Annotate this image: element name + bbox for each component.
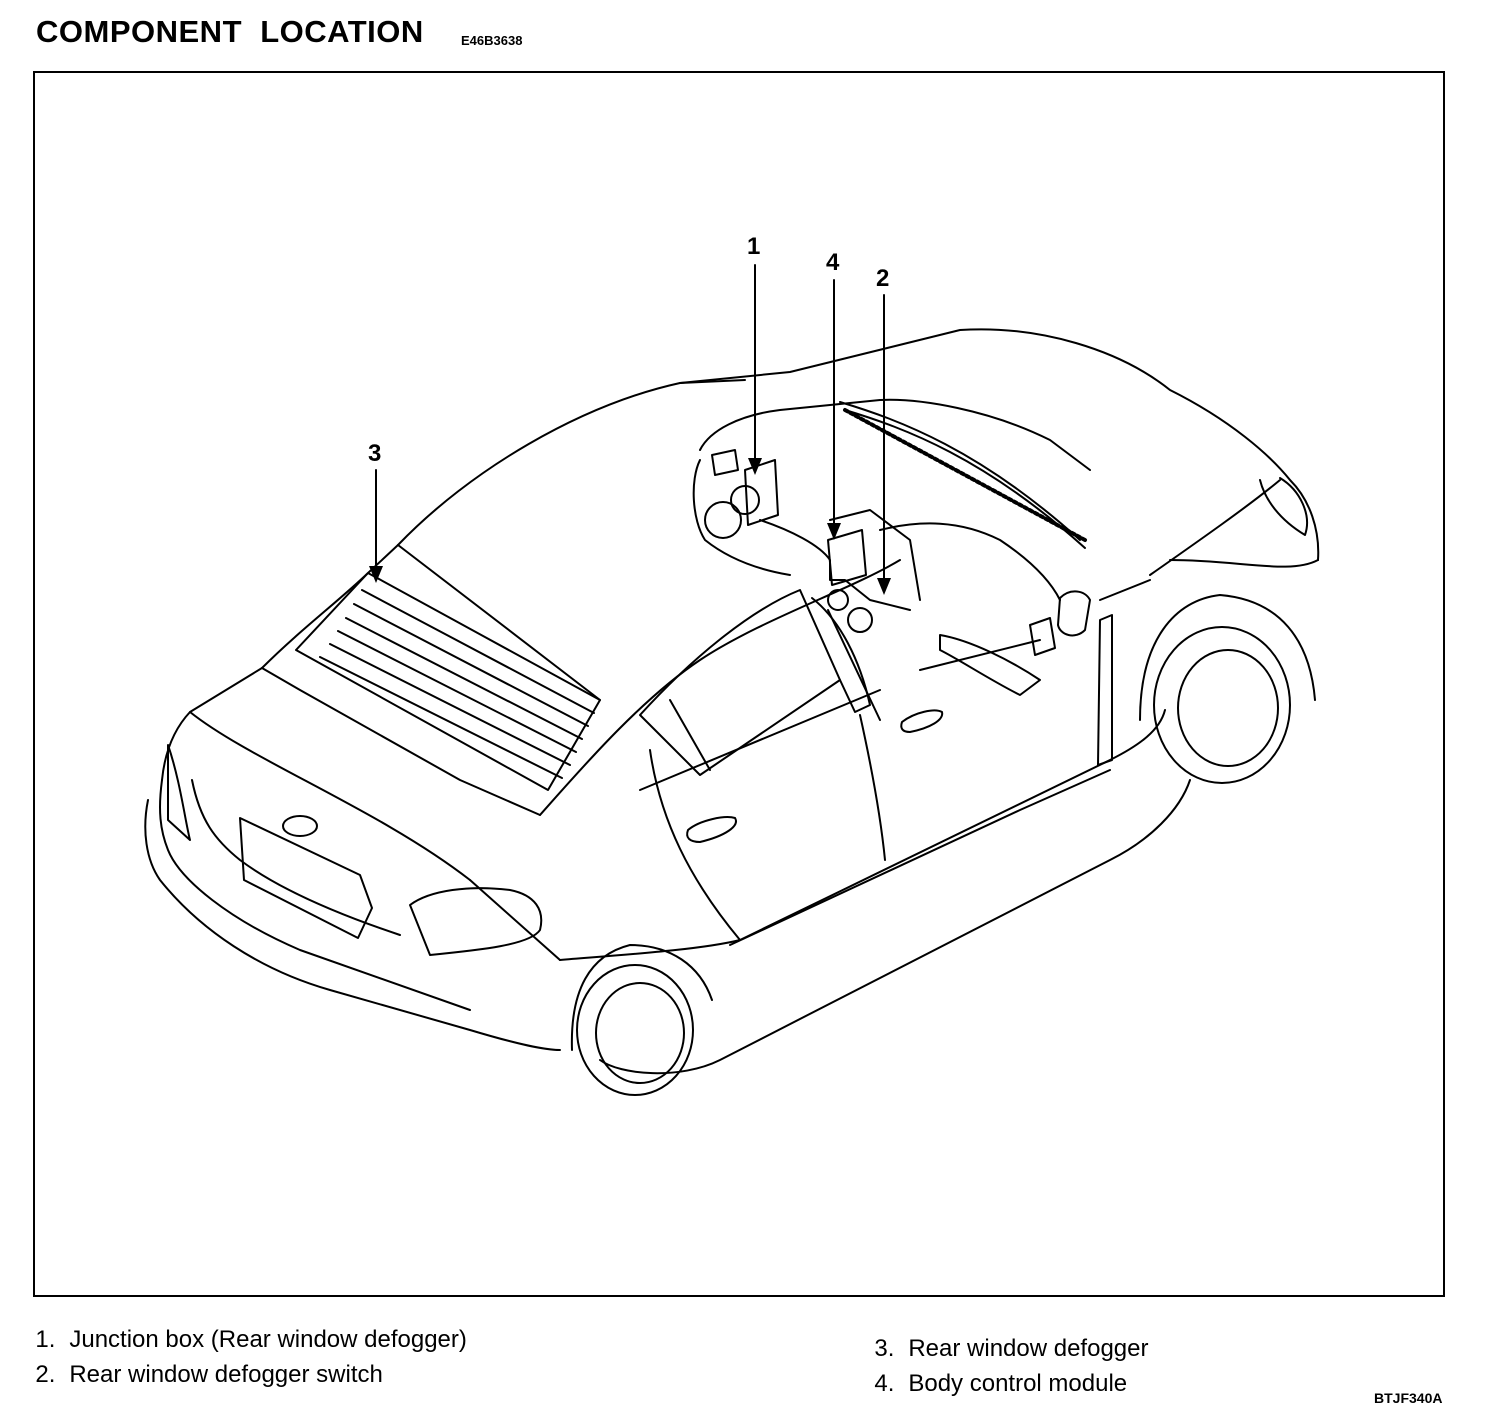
legend-label: Rear window defogger (908, 1335, 1149, 1362)
callout-arrows (369, 264, 891, 595)
diagram-frame (33, 71, 1445, 1297)
legend-item: 3. Rear window defogger (861, 1307, 1148, 1363)
page-title: COMPONENT LOCATION (36, 14, 424, 49)
legend-label: Body control module (908, 1370, 1128, 1397)
callout-3: 3 (368, 440, 381, 467)
legend-item: 4. Body control module (861, 1342, 1127, 1398)
cowl-strip (843, 408, 1087, 542)
rear-defogger-grid (295, 572, 601, 791)
legend-number: 1. (35, 1326, 56, 1353)
callout-4: 4 (826, 249, 840, 276)
car-body (144, 328, 1320, 1096)
legend-label: Junction box (Rear window defogger) (69, 1326, 467, 1353)
legend-number: 3. (874, 1335, 895, 1362)
callout-1: 1 (747, 233, 760, 260)
legend-label: Rear window defogger switch (69, 1361, 383, 1388)
callout-2: 2 (876, 265, 889, 292)
document-code: E46B3638 (461, 33, 523, 48)
legend-item: 2. Rear window defogger switch (22, 1333, 383, 1389)
legend-item: 1. Junction box (Rear window defogger) (22, 1298, 467, 1354)
figure-code: BTJF340A (1374, 1390, 1443, 1406)
legend-number: 2. (35, 1361, 56, 1388)
legend-number: 4. (874, 1370, 895, 1397)
